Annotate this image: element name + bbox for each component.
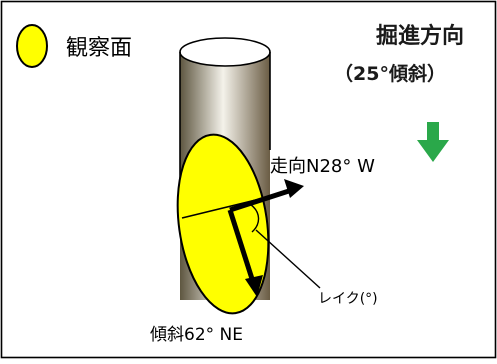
legend-swatch: [16, 24, 48, 68]
direction-subtitle: （25°傾斜）: [334, 63, 446, 85]
rake-angle-arc: [249, 203, 260, 233]
strike-arrow-head: [284, 179, 304, 198]
direction-title: 掘進方向: [376, 24, 465, 49]
dip-arrow-shaft: [227, 209, 256, 283]
rake-leader-line: [255, 229, 321, 289]
excavation-direction-arrow: [417, 122, 449, 162]
dip-arrow-head: [245, 275, 263, 297]
strike-label: 走向N28° W: [270, 156, 375, 177]
strike-arrow-shaft: [229, 187, 293, 213]
dip-label: 傾斜62° NE: [150, 325, 243, 345]
legend-label: 観察面: [66, 36, 133, 61]
observation-plane: [176, 133, 270, 315]
rake-label: レイク(°): [318, 291, 378, 307]
borehole-top: [179, 37, 271, 67]
